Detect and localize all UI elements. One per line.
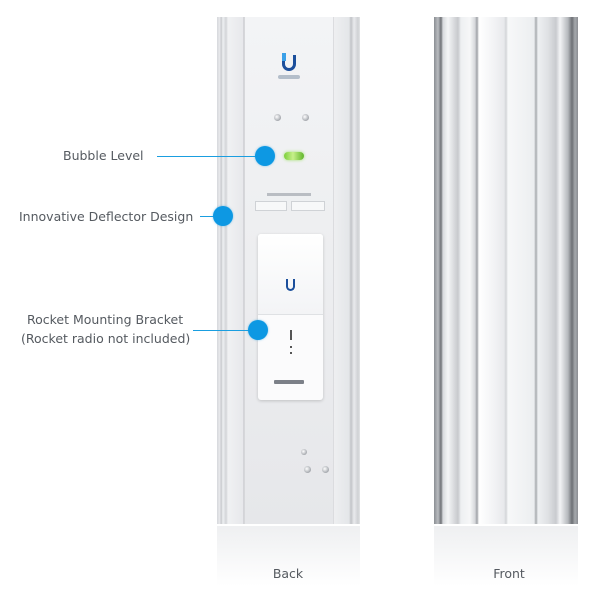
led-icon — [290, 352, 292, 354]
screw-icon — [302, 114, 309, 121]
led-icon — [290, 346, 292, 348]
callout-dot-bracket[interactable] — [248, 320, 268, 340]
rocket-logo-icon — [274, 380, 304, 384]
bubble-level-indicator — [284, 152, 304, 160]
back-reflection — [217, 526, 360, 586]
caption-back: Back — [272, 566, 304, 581]
callout-dot-deflector[interactable] — [213, 206, 233, 226]
rocket-mounting-bracket — [258, 234, 323, 400]
serial-sticker — [255, 201, 287, 211]
callout-label-bracket-note: (Rocket radio not included) — [21, 331, 191, 346]
mac-sticker — [291, 201, 325, 211]
callout-dot-bubble-level[interactable] — [255, 146, 275, 166]
product-label — [267, 193, 311, 196]
screw-icon — [304, 466, 311, 473]
callout-label-bracket: Rocket Mounting Bracket — [27, 312, 184, 327]
caption-front: Front — [493, 566, 525, 581]
antenna-back-view — [217, 17, 360, 524]
antenna-front-view — [434, 17, 578, 524]
ubiquiti-logo-icon — [276, 53, 302, 85]
led-icon — [290, 330, 292, 340]
ubiquiti-logo-icon — [286, 279, 295, 291]
bracket-cover — [258, 234, 323, 315]
screw-icon — [274, 114, 281, 121]
callout-line — [200, 216, 214, 217]
screw-icon — [301, 449, 307, 455]
front-reflection — [434, 526, 578, 586]
screw-icon — [322, 466, 329, 473]
callout-label-deflector: Innovative Deflector Design — [19, 209, 194, 224]
callout-label-bubble-level: Bubble Level — [63, 148, 144, 163]
callout-line — [193, 330, 249, 331]
callout-line — [157, 156, 257, 157]
